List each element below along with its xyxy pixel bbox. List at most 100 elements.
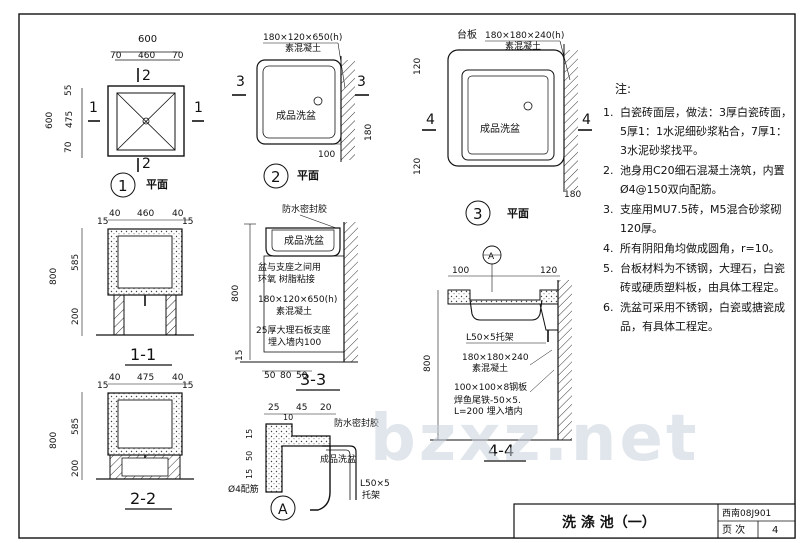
s44-dim-100: 100 bbox=[452, 266, 469, 276]
detA-dim-10: 10 bbox=[283, 413, 293, 422]
s11-title: 1-1 bbox=[130, 345, 156, 364]
v3-board-label: 台板 bbox=[457, 28, 477, 41]
v2-dim-180: 180 bbox=[364, 124, 374, 141]
note-item: 3. 支座用MU7.5砖，M5混合砂浆砌120厚。 bbox=[603, 200, 793, 238]
detA-angle-2: 托架 bbox=[362, 489, 380, 501]
s33-board-1: 25厚大理石板支座 bbox=[256, 324, 330, 336]
v2-dim-100: 100 bbox=[318, 150, 335, 160]
detA-angle-1: L50×5 bbox=[360, 479, 390, 489]
s44-angle: L50×5托架 bbox=[466, 331, 514, 343]
s11-dim-40a: 40 bbox=[109, 209, 121, 219]
section-3-3: 防水密封胶 成品洗盆 盆与支座之间用 环氧 树脂粘接 800 180×120×6… bbox=[231, 203, 358, 391]
title-block: 洗 涤 池（一） 西南08J901 页 次 4 bbox=[513, 503, 796, 539]
v3-callout-2: 素混凝土 bbox=[505, 40, 541, 52]
s33-seal: 防水密封胶 bbox=[282, 203, 327, 215]
s33-basin: 成品洗盆 bbox=[284, 234, 324, 247]
notes-heading: 注: bbox=[615, 82, 632, 96]
s44-conc-1: 180×180×240 bbox=[462, 353, 529, 363]
note-text: 台板材料为不锈钢，大理石，白瓷砖或硬质塑料板，由具体工程定。 bbox=[620, 262, 785, 294]
v1-cut-1-right: 1 bbox=[194, 100, 203, 116]
s33-dim-50b: 50 bbox=[296, 371, 308, 381]
s22-dim-475: 475 bbox=[137, 373, 154, 383]
s22-title: 2-2 bbox=[130, 489, 156, 508]
s11-dim-585: 585 bbox=[71, 254, 81, 271]
s44-fish-2: L=200 埋入墙内 bbox=[454, 405, 523, 417]
s11-dim-15b: 15 bbox=[182, 217, 193, 227]
v3-basin-text: 成品洗盆 bbox=[480, 122, 520, 135]
v2-callout-2: 素混凝土 bbox=[285, 42, 321, 54]
note-text: 支座用MU7.5砖，M5混合砂浆砌120厚。 bbox=[620, 203, 782, 235]
v2-basin-text: 成品洗盆 bbox=[276, 109, 316, 122]
note-item: 5. 台板材料为不锈钢，大理石，白瓷砖或硬质塑料板，由具体工程定。 bbox=[603, 259, 793, 297]
note-number: 5. bbox=[603, 262, 614, 275]
v3-number: 3 bbox=[473, 205, 483, 223]
page-number: 4 bbox=[772, 525, 778, 536]
notes-panel: 注: 1.白瓷砖面层，做法：3厚白瓷砖面，5厚1：1水泥细砂浆粘合，7厚1：3水… bbox=[603, 80, 793, 337]
s22-dim-40a: 40 bbox=[109, 373, 121, 383]
s33-board-2: 埋入墙内100 bbox=[268, 336, 321, 348]
detA-dim-15b: 15 bbox=[245, 469, 254, 479]
s22-dim-585: 585 bbox=[71, 418, 81, 435]
detA-number: A bbox=[278, 502, 288, 518]
s44-plate: 100×100×8钢板 bbox=[454, 381, 527, 393]
v3-cut-4-left: 4 bbox=[426, 112, 435, 128]
s22-dim-15a: 15 bbox=[97, 381, 108, 391]
s22-dim-800: 800 bbox=[49, 432, 59, 449]
detA-dim-45: 45 bbox=[296, 403, 307, 413]
v3-callout-1: 180×180×240(h) bbox=[485, 31, 564, 41]
note-text: 池身用C20细石混凝土浇筑，内置Ø4@150双向配筋。 bbox=[620, 164, 785, 196]
detA-dim-50: 50 bbox=[245, 451, 254, 461]
v3-label: 平面 bbox=[507, 207, 529, 220]
view-3-plan: 台板 180×180×240(h) 素混凝土 成品洗盆 120 120 180 … bbox=[413, 28, 592, 226]
v1-dim-600: 600 bbox=[138, 34, 157, 45]
s33-dim-800: 800 bbox=[231, 285, 241, 302]
v2-callout-1: 180×120×650(h) bbox=[263, 33, 342, 43]
v2-number: 2 bbox=[271, 168, 281, 186]
v1-cut-2-top: 2 bbox=[142, 68, 151, 84]
v1-dim-70a: 70 bbox=[110, 51, 122, 61]
v3-dim-180: 180 bbox=[564, 190, 581, 200]
detA-dim-15a: 15 bbox=[245, 429, 254, 439]
s11-dim-800: 800 bbox=[49, 268, 59, 285]
s44-dim-800: 800 bbox=[423, 355, 433, 372]
sheet-border bbox=[18, 13, 796, 539]
detA-dim-25: 25 bbox=[268, 403, 279, 413]
section-2-2: 15 40 475 40 15 800 585 200 2-2 bbox=[49, 373, 194, 510]
detA-basin: 成品洗盆 bbox=[320, 453, 356, 465]
note-item: 4. 所有阴阳角均做成圆角，r=10。 bbox=[603, 239, 793, 258]
note-number: 2. bbox=[603, 164, 614, 177]
sheet-title: 洗 涤 池（一） bbox=[562, 514, 656, 531]
section-4-4: A 100 120 800 L50×5托架 180×180×240 素混凝土 1… bbox=[423, 245, 572, 462]
note-number: 1. bbox=[603, 106, 614, 119]
v2-cut-3-left: 3 bbox=[236, 74, 245, 90]
note-number: 3. bbox=[603, 203, 614, 216]
s44-conc-2: 素混凝土 bbox=[472, 362, 508, 374]
detail-a: 25 45 20 10 防水密封胶 成品洗盆 15 50 15 Ø4配筋 L50… bbox=[228, 403, 390, 521]
v1-number: 1 bbox=[118, 177, 128, 195]
v1-dim-55: 55 bbox=[64, 85, 74, 96]
detA-rebar: Ø4配筋 bbox=[228, 483, 259, 495]
s33-conc-2: 素混凝土 bbox=[276, 305, 312, 317]
detA-dim-20: 20 bbox=[320, 403, 332, 413]
v1-dim-460: 460 bbox=[138, 51, 155, 61]
note-text: 洗盆可采用不锈钢，白瓷或搪瓷成品，有具体工程定。 bbox=[620, 301, 785, 333]
v3-dim-120a: 120 bbox=[413, 58, 423, 75]
note-item: 1.白瓷砖面层，做法：3厚白瓷砖面，5厚1：1水泥细砂浆粘合，7厚1：3水泥砂浆… bbox=[603, 103, 793, 160]
detA-seal: 防水密封胶 bbox=[334, 417, 379, 429]
v1-dim-70c: 70 bbox=[64, 141, 74, 153]
s33-title: 3-3 bbox=[300, 370, 326, 389]
s11-dim-200: 200 bbox=[71, 308, 81, 325]
v1-dim-475: 475 bbox=[65, 111, 75, 128]
note-item: 2. 池身用C20细石混凝土浇筑，内置Ø4@150双向配筋。 bbox=[603, 161, 793, 199]
note-number: 4. bbox=[603, 242, 614, 255]
s33-dim-50a: 50 bbox=[264, 371, 276, 381]
v1-cut-1-left: 1 bbox=[89, 100, 98, 116]
s22-dim-40b: 40 bbox=[172, 373, 184, 383]
view-1-plan: 600 70 460 70 55 475 70 600 1 1 2 2 1 平面 bbox=[45, 34, 204, 198]
s33-dim-15: 15 bbox=[235, 350, 245, 361]
v3-dim-120b: 120 bbox=[413, 158, 423, 175]
view-2-plan: 180×120×650(h) 素混凝土 成品洗盆 100 180 3 3 2 平… bbox=[232, 33, 374, 189]
s33-glue-2: 环氧 树脂粘接 bbox=[258, 273, 315, 285]
note-text: 所有阴阳角均做成圆角，r=10。 bbox=[620, 242, 780, 255]
